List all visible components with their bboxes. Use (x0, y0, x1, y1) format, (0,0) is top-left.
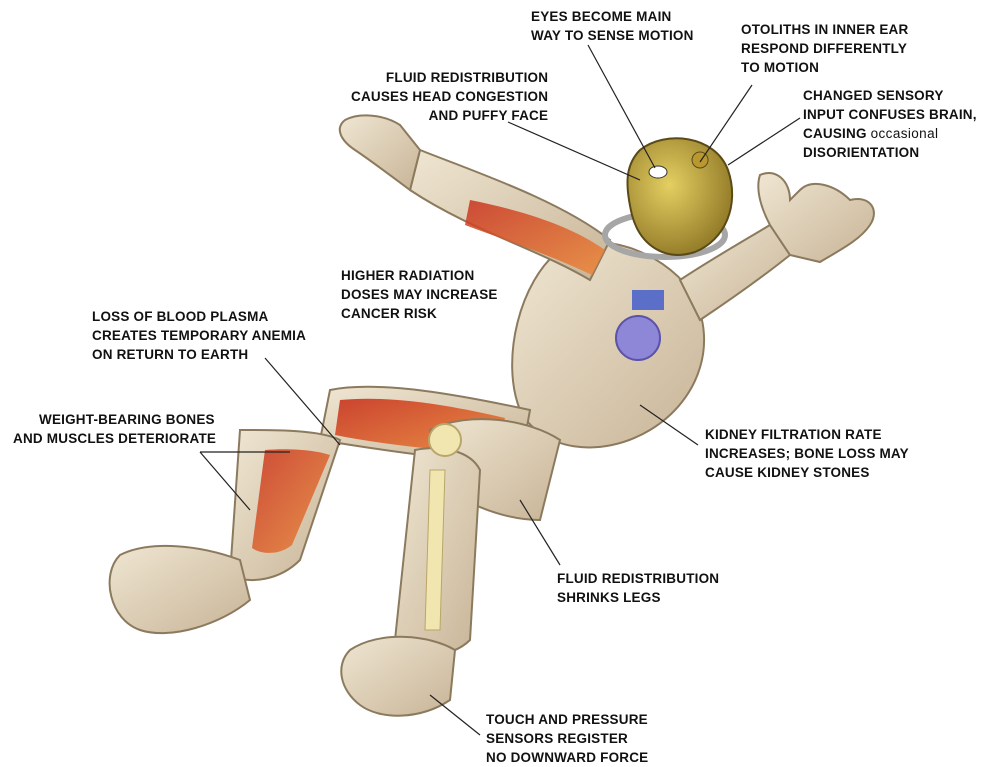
leader-fluid-head (508, 122, 640, 180)
label-fluid-head-line2: CAUSES HEAD CONGESTION (351, 87, 548, 106)
label-touch-line1: TOUCH AND PRESSURE (486, 710, 648, 729)
chest-emblem (616, 316, 660, 360)
label-fluid-head-line3: AND PUFFY FACE (351, 106, 548, 125)
label-radiation-line2: DOSES MAY INCREASE (341, 285, 498, 304)
label-eyes-line2: WAY TO SENSE MOTION (531, 26, 694, 45)
label-touch-line3: NO DOWNWARD FORCE (486, 748, 648, 767)
label-touch: TOUCH AND PRESSURE SENSORS REGISTER NO D… (486, 710, 648, 767)
label-touch-line2: SENSORS REGISTER (486, 729, 648, 748)
label-sensory-occasional: occasional (871, 126, 939, 141)
label-otoliths-line1: OTOLITHS IN INNER EAR (741, 20, 908, 39)
head (627, 138, 732, 255)
label-plasma-line1: LOSS OF BLOOD PLASMA (92, 307, 306, 326)
label-radiation: HIGHER RADIATION DOSES MAY INCREASE CANC… (341, 266, 498, 323)
label-sensory-causing: CAUSING (803, 126, 867, 141)
label-plasma-line3: ON RETURN TO EARTH (92, 345, 306, 364)
leader-eyes (588, 45, 655, 168)
leader-sensory (728, 118, 800, 165)
label-bones-line1: WEIGHT-BEARING BONES (13, 410, 216, 429)
label-otoliths: OTOLITHS IN INNER EAR RESPOND DIFFERENTL… (741, 20, 908, 77)
label-radiation-line1: HIGHER RADIATION (341, 266, 498, 285)
label-sensory-line1: CHANGED SENSORY (803, 86, 977, 105)
label-bones-line2: AND MUSCLES DETERIORATE (13, 429, 216, 448)
torso (512, 242, 704, 447)
label-fluid-legs-line2: SHRINKS LEGS (557, 588, 719, 607)
label-eyes: EYES BECOME MAIN WAY TO SENSE MOTION (531, 7, 694, 45)
label-bones: WEIGHT-BEARING BONES AND MUSCLES DETERIO… (13, 410, 216, 448)
label-radiation-line3: CANCER RISK (341, 304, 498, 323)
leader-otoliths (700, 85, 752, 162)
label-sensory-line3: CAUSING occasional (803, 124, 977, 143)
chest-patch (632, 290, 664, 310)
left-hand (340, 115, 420, 190)
label-sensory-line4: DISORIENTATION (803, 143, 977, 162)
eye (649, 166, 667, 178)
label-otoliths-line2: RESPOND DIFFERENTLY (741, 39, 908, 58)
label-sensory: CHANGED SENSORY INPUT CONFUSES BRAIN, CA… (803, 86, 977, 162)
label-otoliths-line3: TO MOTION (741, 58, 908, 77)
left-boot (110, 546, 250, 633)
label-fluid-head-line1: FLUID REDISTRIBUTION (351, 68, 548, 87)
right-boot (341, 637, 455, 716)
label-sensory-line2: INPUT CONFUSES BRAIN, (803, 105, 977, 124)
label-kidney-line2: INCREASES; BONE LOSS MAY (705, 444, 909, 463)
label-eyes-line1: EYES BECOME MAIN (531, 7, 694, 26)
label-kidney: KIDNEY FILTRATION RATE INCREASES; BONE L… (705, 425, 909, 482)
label-fluid-legs-line1: FLUID REDISTRIBUTION (557, 569, 719, 588)
label-plasma: LOSS OF BLOOD PLASMA CREATES TEMPORARY A… (92, 307, 306, 364)
label-kidney-line1: KIDNEY FILTRATION RATE (705, 425, 909, 444)
knee-joint (429, 424, 461, 456)
label-plasma-line2: CREATES TEMPORARY ANEMIA (92, 326, 306, 345)
leader-touch (430, 695, 480, 735)
label-fluid-legs: FLUID REDISTRIBUTION SHRINKS LEGS (557, 569, 719, 607)
label-kidney-line3: CAUSE KIDNEY STONES (705, 463, 909, 482)
label-fluid-head: FLUID REDISTRIBUTION CAUSES HEAD CONGEST… (351, 68, 548, 125)
